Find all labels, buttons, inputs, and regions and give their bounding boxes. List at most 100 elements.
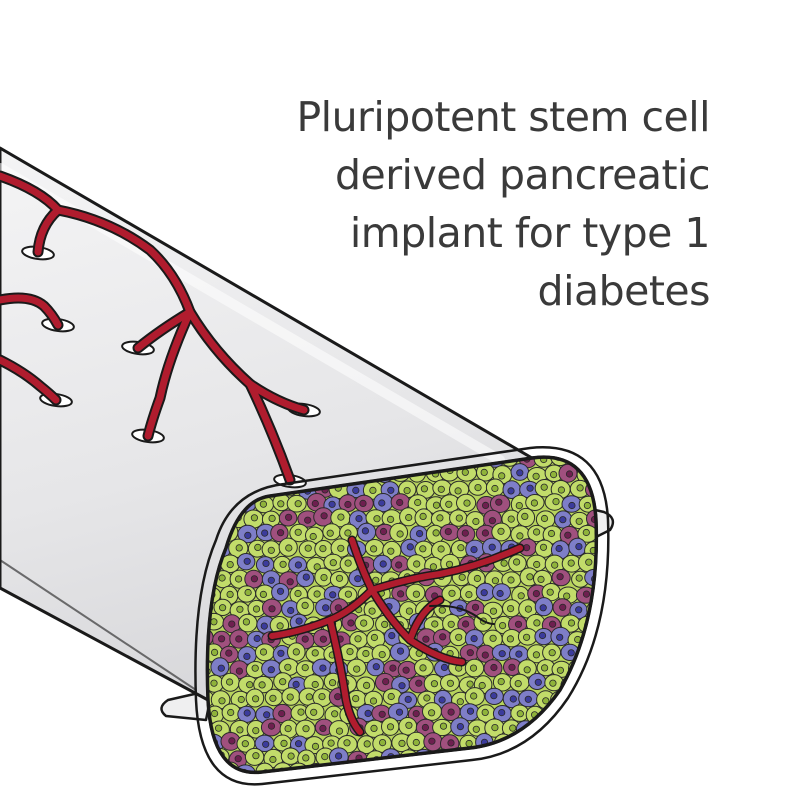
cell-nucleus xyxy=(447,620,455,628)
cell xyxy=(585,778,603,795)
cell-nucleus xyxy=(436,753,445,762)
cell-nucleus xyxy=(549,679,557,687)
cell-nucleus xyxy=(395,708,404,716)
cell xyxy=(490,762,510,773)
cell-nucleus xyxy=(302,725,310,733)
cell-nucleus xyxy=(268,605,276,613)
title-line-1: Pluripotent stem cell xyxy=(296,93,710,141)
cell-nucleus xyxy=(573,725,581,733)
cell-nucleus xyxy=(509,724,517,732)
cell-nucleus xyxy=(533,741,541,750)
cell-nucleus xyxy=(526,484,534,492)
cell xyxy=(213,779,231,795)
cell-nucleus xyxy=(347,619,355,627)
cell-nucleus xyxy=(294,528,302,536)
cell-nucleus xyxy=(276,529,285,537)
cell-nucleus xyxy=(402,666,410,674)
cell-nucleus xyxy=(285,544,293,552)
cell-nucleus xyxy=(277,500,285,508)
cell-nucleus xyxy=(319,635,327,643)
cell xyxy=(561,704,581,723)
cell xyxy=(383,781,401,798)
cell-nucleus xyxy=(558,725,567,733)
cell-nucleus xyxy=(363,740,371,748)
cell-nucleus xyxy=(215,724,223,732)
cell-nucleus xyxy=(540,664,549,672)
cell-nucleus xyxy=(267,722,276,730)
surface-blood-vessels xyxy=(0,170,310,486)
cell-nucleus xyxy=(235,544,243,552)
cell-nucleus xyxy=(263,711,271,719)
cell-nucleus xyxy=(422,635,430,643)
cell-nucleus xyxy=(249,786,255,792)
cell-nucleus xyxy=(448,589,456,597)
cell-nucleus xyxy=(372,576,380,584)
cell-nucleus xyxy=(432,529,440,537)
cell-nucleus xyxy=(498,708,506,717)
cell-nucleus xyxy=(576,484,584,492)
cell-nucleus xyxy=(395,561,403,569)
cell xyxy=(597,437,615,454)
cell-nucleus xyxy=(412,709,420,718)
cell-nucleus xyxy=(311,649,319,657)
cell-nucleus xyxy=(404,695,412,704)
cell-nucleus xyxy=(319,664,327,672)
cell-nucleus xyxy=(387,486,395,494)
cell-nucleus xyxy=(237,695,245,704)
cell xyxy=(595,706,597,724)
cell-nucleus xyxy=(515,501,523,510)
cell xyxy=(586,717,597,737)
cell-nucleus xyxy=(602,471,608,477)
cell-nucleus xyxy=(471,603,480,611)
cell xyxy=(323,763,342,773)
cell-nucleus xyxy=(396,769,404,773)
cell-nucleus xyxy=(470,692,478,700)
cell xyxy=(543,766,562,773)
cell-nucleus xyxy=(508,752,516,760)
cell-nucleus xyxy=(243,652,251,661)
cell-nucleus xyxy=(192,740,198,746)
cell-nucleus xyxy=(227,767,235,773)
cell-nucleus xyxy=(466,649,474,657)
cell-nucleus xyxy=(473,785,479,791)
cell-nucleus xyxy=(305,693,313,701)
cell-nucleus xyxy=(534,678,542,686)
cell xyxy=(424,764,444,773)
cell-nucleus xyxy=(370,633,378,642)
cell-nucleus xyxy=(344,590,352,598)
cell xyxy=(605,660,622,678)
cell-nucleus xyxy=(610,782,616,788)
cell-nucleus xyxy=(507,576,515,584)
cell-nucleus xyxy=(412,590,420,598)
cell-nucleus xyxy=(439,633,447,641)
cell-nucleus xyxy=(575,606,583,614)
cell xyxy=(535,747,554,766)
cell xyxy=(583,457,597,470)
cell-nucleus xyxy=(294,561,302,569)
cell-nucleus xyxy=(446,770,454,773)
cell-nucleus xyxy=(242,618,250,626)
cell-nucleus xyxy=(246,681,254,689)
cell-nucleus xyxy=(211,648,219,657)
cell-nucleus xyxy=(488,543,496,551)
cell xyxy=(316,779,335,797)
cell-nucleus xyxy=(311,499,319,508)
cell-nucleus xyxy=(280,739,288,748)
cell-nucleus xyxy=(235,667,243,675)
cell xyxy=(433,779,451,795)
cell-nucleus xyxy=(575,517,583,525)
cell xyxy=(349,780,367,796)
cell-nucleus xyxy=(387,692,395,701)
cell-nucleus xyxy=(514,620,523,628)
cell xyxy=(568,720,587,740)
cell-nucleus xyxy=(259,590,267,599)
cell-nucleus xyxy=(219,604,227,612)
cell-nucleus xyxy=(591,782,597,788)
outer-rim-outline xyxy=(194,446,610,786)
cell xyxy=(576,764,596,773)
cell-nucleus xyxy=(278,709,286,718)
cell-nucleus xyxy=(470,545,478,554)
cell-nucleus xyxy=(547,770,556,773)
cell-nucleus xyxy=(406,543,414,551)
cell-nucleus xyxy=(539,604,547,612)
